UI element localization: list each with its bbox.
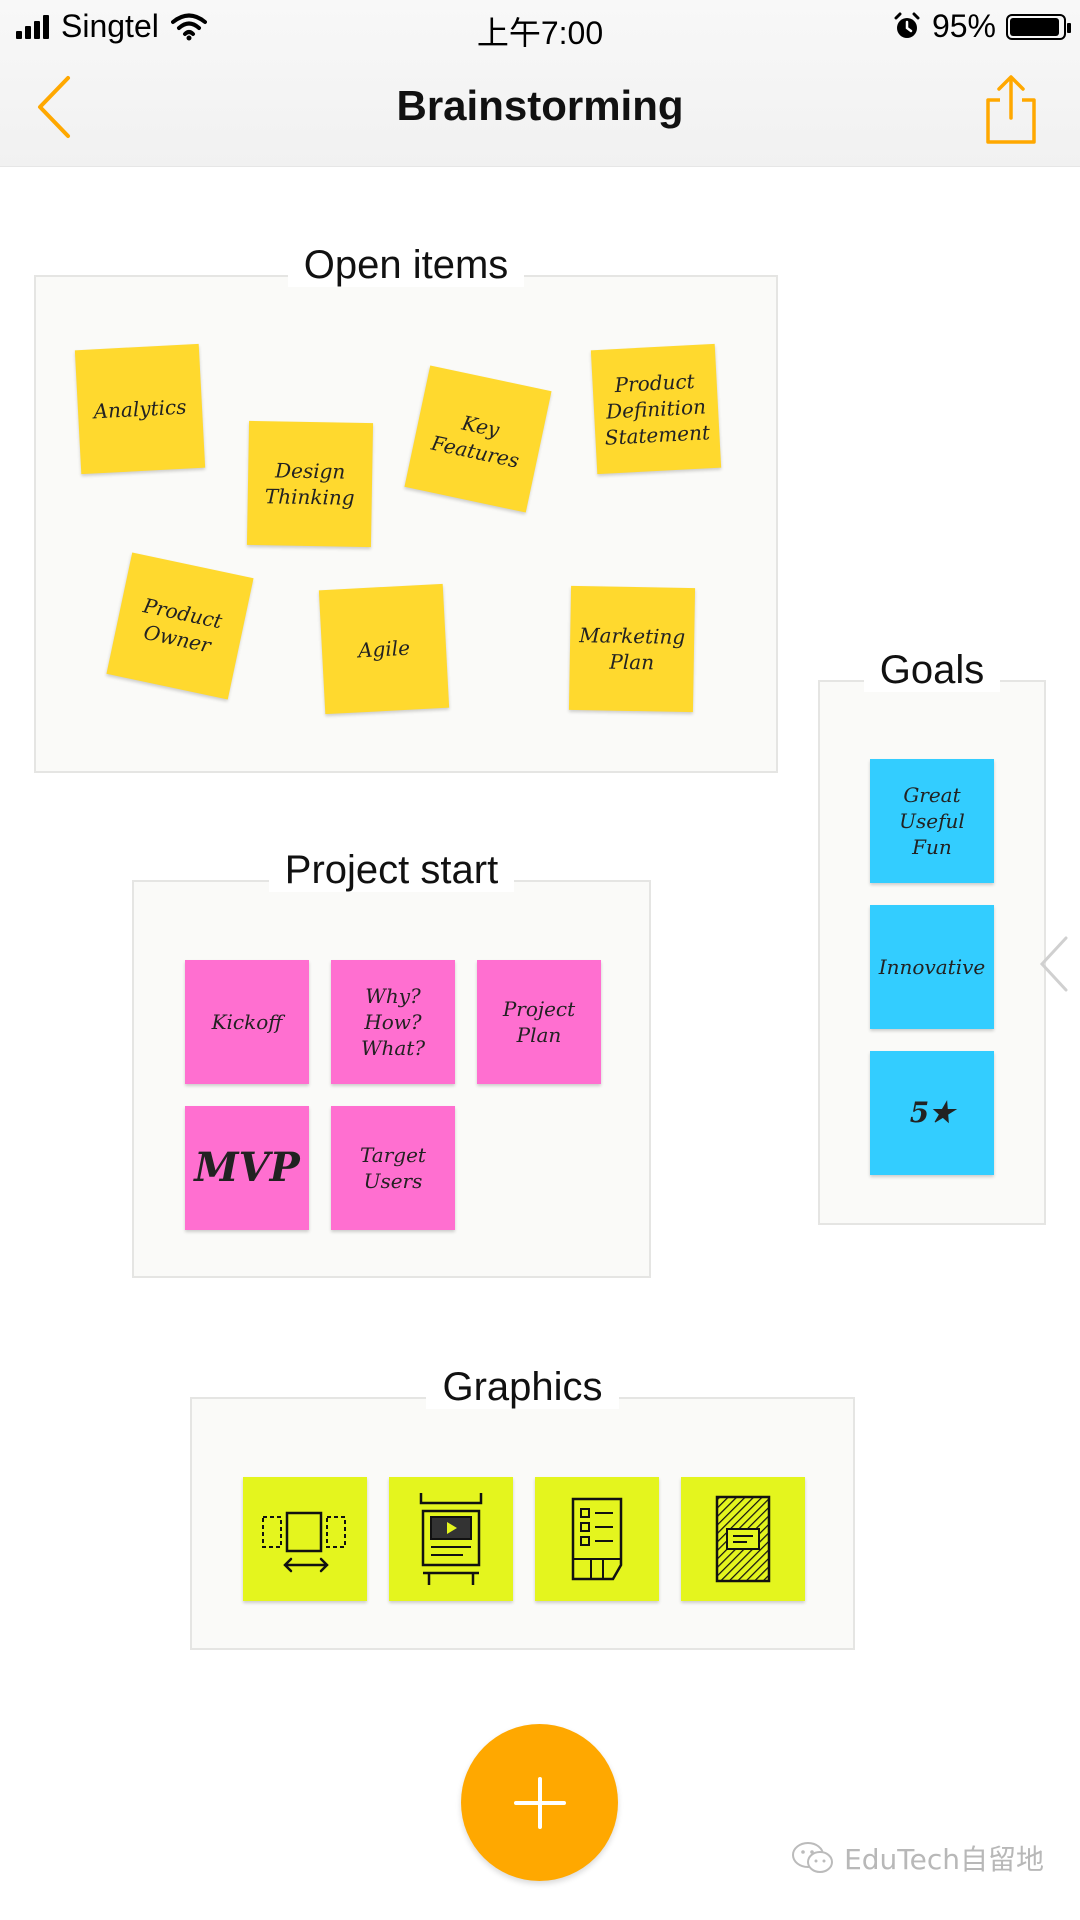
sticky-note[interactable]: Marketing Plan [568, 585, 696, 713]
signal-icon [16, 14, 49, 39]
status-bar: Singtel 上午7:00 95% [0, 0, 1080, 54]
sticky-note[interactable]: 5★ [870, 1051, 994, 1175]
frame-title-graphics: Graphics [192, 1365, 853, 1410]
frame-goals[interactable]: Goals Great Useful Fun Innovative 5★ [818, 648, 1046, 1225]
hatched-card-sketch-icon[interactable] [681, 1477, 805, 1601]
battery-icon [1006, 13, 1071, 40]
sticky-note[interactable]: Product Definition Statement [590, 343, 722, 475]
alarm-icon [894, 12, 920, 38]
sticky-note[interactable]: Project Plan [477, 960, 601, 1084]
frame-open-items[interactable]: Open items Analytics Design Thinking Key… [34, 243, 778, 773]
add-button[interactable] [461, 1724, 618, 1881]
chevron-left-icon[interactable] [1036, 934, 1072, 994]
sticky-note[interactable]: Design Thinking [246, 420, 374, 548]
frame-title-project-start: Project start [134, 848, 649, 893]
status-right: 95% [892, 8, 1071, 45]
battery-percent: 95% [931, 8, 996, 44]
carrier-label: Singtel [61, 8, 159, 44]
frame-project-start[interactable]: Project start Kickoff Why? How? What? Pr… [132, 848, 651, 1278]
sticky-note[interactable]: Innovative [870, 905, 994, 1029]
sticky-note[interactable]: Agile [318, 583, 450, 715]
watermark-text: EduTech自留地 [844, 1843, 1044, 1876]
sticky-note[interactable]: Key Features [404, 365, 552, 513]
wifi-icon [170, 13, 207, 40]
frame-title-goals: Goals [820, 648, 1044, 693]
sticky-note[interactable]: Target Users [331, 1106, 455, 1230]
sticky-note[interactable]: Great Useful Fun [870, 759, 994, 883]
wechat-icon [792, 1842, 834, 1873]
status-time: 上午7:00 [476, 15, 604, 51]
video-page-sketch-icon[interactable] [389, 1477, 513, 1601]
sticky-note[interactable]: MVP [185, 1106, 309, 1230]
sticky-note[interactable]: Product Owner [106, 552, 254, 700]
page-title: Brainstorming [396, 82, 684, 129]
frame-title-open-items: Open items [36, 243, 776, 288]
status-left: Singtel [16, 8, 207, 45]
share-icon[interactable] [982, 74, 1040, 146]
sticky-note[interactable]: Analytics [74, 343, 206, 475]
frame-graphics[interactable]: Graphics [190, 1365, 855, 1650]
top-bar: Singtel 上午7:00 95% [0, 0, 1080, 167]
sticky-note[interactable]: Why? How? What? [331, 960, 455, 1084]
list-sketch-icon[interactable] [535, 1477, 659, 1601]
sticky-note[interactable]: Kickoff [185, 960, 309, 1084]
watermark: EduTech自留地 [790, 1838, 1044, 1878]
carousel-sketch-icon[interactable] [243, 1477, 367, 1601]
chevron-left-icon[interactable] [30, 72, 80, 142]
plus-icon [513, 1776, 566, 1829]
